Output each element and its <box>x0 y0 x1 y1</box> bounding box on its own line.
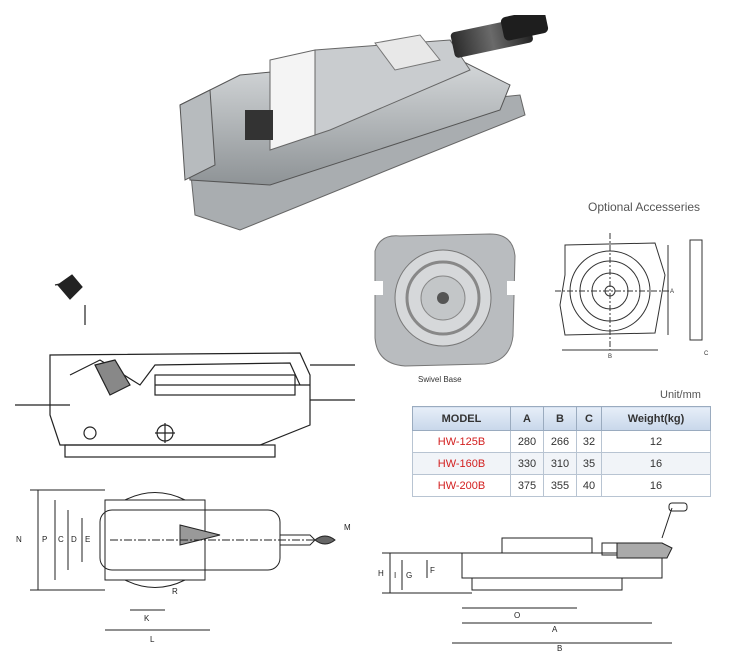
dim-label-g: G <box>406 571 412 580</box>
dim-label-h: H <box>378 569 384 578</box>
dim-label-f: F <box>430 566 435 575</box>
section-drawing <box>15 274 355 458</box>
table-row: HW-160B 330 310 35 16 <box>412 452 711 475</box>
table-row: HW-200B 375 355 40 16 <box>412 474 711 497</box>
spec-table: MODEL A B C Weight(kg) HW-125B 280 266 3… <box>412 406 711 497</box>
vise-product-photo <box>179 15 549 231</box>
dim-label-a: A <box>552 625 558 634</box>
dim-label-i: I <box>394 571 396 580</box>
cell-model: HW-160B <box>412 452 511 475</box>
cell-model: HW-125B <box>412 430 511 453</box>
cell-model: HW-200B <box>412 474 511 497</box>
swivel-base-drawing: A B C <box>555 233 709 360</box>
dim-label-p: P <box>42 535 47 544</box>
swivel-dim-c: C <box>704 351 709 357</box>
header-a: A <box>510 406 544 431</box>
cell-weight: 16 <box>601 452 711 475</box>
header-weight: Weight(kg) <box>601 406 711 431</box>
header-model: MODEL <box>412 406 511 431</box>
cell-a: 330 <box>510 452 544 475</box>
dim-label-l: L <box>150 635 155 644</box>
dim-label-b: B <box>557 644 562 653</box>
cell-b: 266 <box>543 430 577 453</box>
dim-label-n: N <box>16 535 22 544</box>
swivel-base-photo <box>367 233 523 367</box>
swivel-base-label: Swivel Base <box>418 375 462 384</box>
dim-label-c: C <box>58 535 64 544</box>
header-c: C <box>576 406 602 431</box>
unit-label: Unit/mm <box>660 389 701 401</box>
spec-table-header: MODEL A B C Weight(kg) <box>412 406 711 431</box>
dim-label-m: M <box>344 523 351 532</box>
cell-b: 355 <box>543 474 577 497</box>
cell-c: 35 <box>576 452 602 475</box>
cell-c: 40 <box>576 474 602 497</box>
header-b: B <box>543 406 577 431</box>
side-view-drawing: H I G F O A B <box>378 502 688 653</box>
optional-accessories-heading: Optional Accesseries <box>588 200 701 214</box>
dim-label-d: D <box>71 535 77 544</box>
dim-label-k: K <box>144 614 150 623</box>
dim-label-e: E <box>85 535 90 544</box>
cell-b: 310 <box>543 452 577 475</box>
table-row: HW-125B 280 266 32 12 <box>412 430 711 453</box>
cell-c: 32 <box>576 430 602 453</box>
cell-weight: 16 <box>601 474 711 497</box>
cell-a: 375 <box>510 474 544 497</box>
cell-a: 280 <box>510 430 544 453</box>
cell-weight: 12 <box>601 430 711 453</box>
dim-label-o: O <box>514 611 520 620</box>
dim-label-r: R <box>172 587 178 596</box>
swivel-dim-a: A <box>670 289 674 295</box>
top-view-drawing: N P C D E K L R M <box>16 489 351 644</box>
swivel-dim-b: B <box>608 354 612 360</box>
